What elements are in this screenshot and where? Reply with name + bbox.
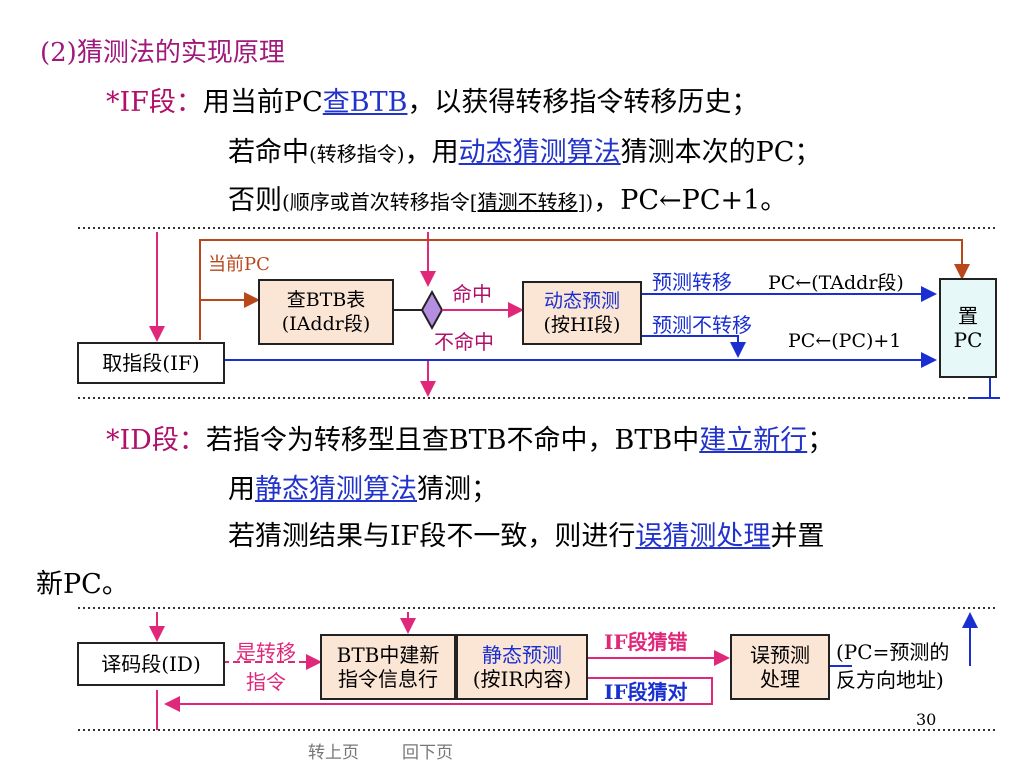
static-line2: (按IR内容) (472, 667, 572, 691)
create-new-row-link[interactable]: 建立新行 (699, 425, 808, 456)
if-line-2: 若命中(转移指令)，用动态猜测算法猜测本次的PC； (228, 130, 821, 169)
hit-label: 命中 (452, 282, 492, 306)
predict-taken-label: 预测转移 (652, 270, 732, 294)
prev-page-link[interactable]: 转上页 (308, 743, 359, 763)
if-line3-small-a: (顺序或首次转移指令[ (282, 190, 478, 214)
if-line1-text-b: ，以获得转移指令转移历史； (407, 87, 759, 118)
id-line-3: 若猜测结果与IF段不一致，则进行误猜测处理并置 (228, 514, 824, 553)
pc-plus1-label: PC←(PC)+1 (788, 330, 902, 352)
mispredict-handling-link[interactable]: 误猜测处理 (635, 521, 771, 552)
if-line2-text-b: ，用 (404, 137, 459, 168)
id-line3-text-b: 并置 (770, 521, 825, 552)
btb-box-line2: (IAddr段) (281, 313, 371, 335)
lookup-btb-link[interactable]: 查BTB (322, 87, 408, 118)
current-pc-label: 当前PC (208, 254, 270, 275)
set-pc-line1: 置 (957, 304, 978, 328)
id-line1-text-a: 若指令为转移型且查BTB不命中，BTB中 (205, 425, 700, 456)
miss-label: 不命中 (434, 330, 494, 354)
fetch-stage-box: 取指段(IF) (77, 342, 225, 384)
btb-new-row-box: BTB中建新指令信息行 (320, 634, 456, 700)
if-right-label: IF段猜对 (604, 680, 688, 704)
btb-box-line1: 查BTB表 (286, 289, 366, 311)
set-pc-line2: PC (953, 328, 983, 352)
id-line-4: 新PC。 (36, 569, 129, 600)
if-line-3: 否则(顺序或首次转移指令[猜测不转移])，PC←PC+1。 (228, 178, 787, 217)
if-wrong-label: IF段猜错 (604, 630, 688, 654)
page-number: 30 (916, 710, 937, 729)
note-line1: (PC=预测的 (836, 640, 950, 664)
id-line1-text-b: ； (807, 425, 835, 456)
id-marker: *ID段： (106, 425, 206, 456)
mispredict-box: 误预测处理 (730, 634, 830, 700)
id-line2-text-b: 猜测； (417, 474, 498, 505)
btb-new-line1: BTB中建新 (336, 643, 440, 667)
if-line3-small-b: ]) (577, 190, 594, 214)
mispredict-line1: 误预测 (750, 643, 810, 667)
next-page-link[interactable]: 回下页 (402, 743, 453, 763)
is-branch-label: 是转移 指令 (236, 637, 296, 697)
is-branch-line2: 指令 (246, 670, 286, 694)
if-line3-text-a: 否则 (228, 185, 282, 216)
if-line3-text-b: ，PC←PC+1。 (593, 185, 788, 216)
note-line2: 反方向地址) (836, 668, 944, 692)
if-line-1: *IF段：用当前PC查BTB，以获得转移指令转移历史； (106, 80, 758, 119)
static-line1: 静态预测 (481, 643, 562, 667)
predict-not-taken-label: 预测不转移 (652, 313, 752, 337)
if-line2-text-a: 若命中 (228, 137, 309, 168)
if-line3-small-underlined: 猜测不转移 (477, 190, 578, 214)
if-marker: *IF段： (106, 87, 203, 118)
slide-title: (2)猜测法的实现原理 (40, 38, 285, 68)
is-branch-line1: 是转移 (236, 640, 296, 664)
dynamic-predict-box: 动态预测(按HI段) (522, 281, 642, 345)
id-line-2: 用静态猜测算法猜测； (228, 467, 498, 506)
mispredict-line2: 处理 (760, 667, 800, 691)
id-line3-text-a: 若猜测结果与IF段不一致，则进行 (228, 521, 636, 552)
id-line-1: *ID段：若指令为转移型且查BTB不命中，BTB中建立新行； (106, 418, 834, 457)
static-predict-link[interactable]: 静态猜测算法 (255, 474, 417, 505)
if-line1-text-a: 用当前PC (202, 87, 323, 118)
btb-new-line2: 指令信息行 (337, 667, 438, 691)
id-line2-text-a: 用 (228, 474, 255, 505)
static-predict-box: 静态预测(按IR内容) (456, 634, 588, 700)
if-line2-small: (转移指令) (309, 142, 405, 166)
dyn-box-line2: (按HI段) (543, 314, 621, 336)
decode-stage-box: 译码段(ID) (77, 642, 225, 686)
btb-lookup-box: 查BTB表(IAddr段) (258, 279, 394, 345)
new-pc-note: (PC=预测的 反方向地址) (836, 638, 949, 694)
pc-taddr-label: PC←(TAddr段) (768, 272, 904, 294)
dyn-box-line1: 动态预测 (543, 290, 620, 312)
dynamic-predict-link[interactable]: 动态猜测算法 (458, 137, 621, 168)
if-line2-text-c: 猜测本次的PC； (620, 137, 822, 168)
